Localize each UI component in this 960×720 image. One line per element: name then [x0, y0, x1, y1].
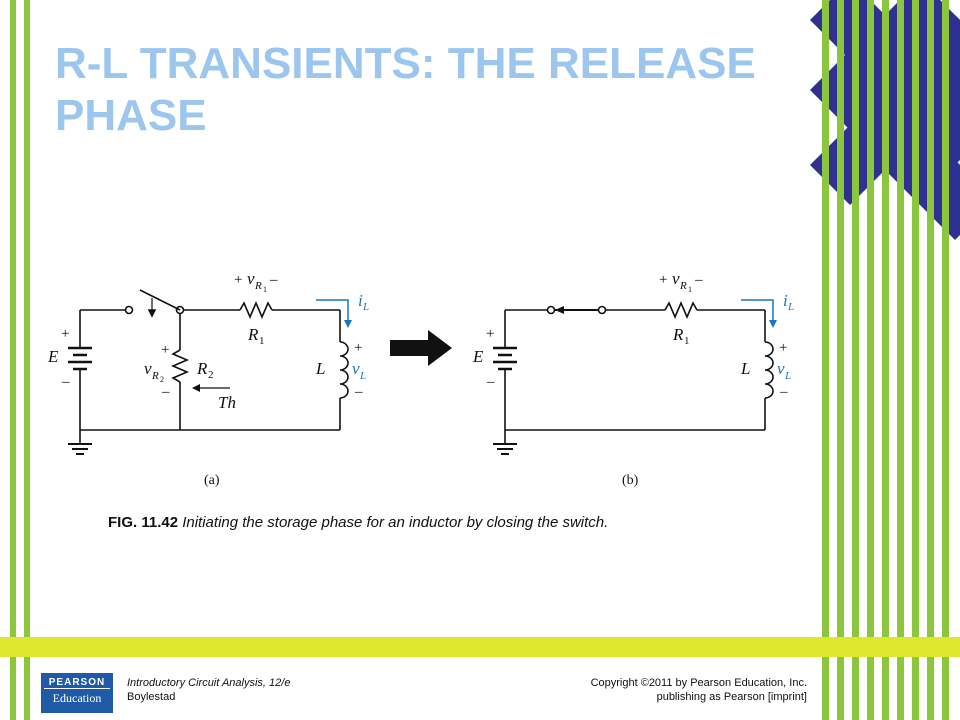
- label-vl-plus-b: +: [779, 340, 787, 356]
- label-r1-sub-a: 1: [259, 335, 265, 347]
- label-vl-plus-a: +: [354, 340, 362, 356]
- label-vr1-a: v: [247, 269, 255, 288]
- label-vr1-plus-a: +: [234, 272, 242, 288]
- label-plus-e-a: +: [61, 326, 69, 342]
- label-th-a: Th: [218, 393, 236, 412]
- copyright: Copyright ©2011 by Pearson Education, In…: [560, 676, 807, 704]
- label-vr1-subsub-a: 1: [263, 285, 267, 294]
- label-e-b: E: [472, 347, 484, 366]
- label-r1-sub-b: 1: [684, 335, 690, 347]
- book-author: Boylestad: [127, 691, 176, 703]
- label-vr2-sub-a: R: [151, 370, 159, 382]
- switch-a: [124, 289, 185, 318]
- label-e-a: E: [47, 347, 59, 366]
- copyright-line2: publishing as Pearson [imprint]: [656, 691, 807, 703]
- label-vr2-subsub-a: 2: [160, 375, 164, 384]
- label-minus-e-a: –: [61, 374, 70, 390]
- ground-b: [493, 430, 517, 455]
- label-vr1-plus-b: +: [659, 272, 667, 288]
- circuit-figure: E + – + v R 1 – R 1 + v R 2 – R 2 Th L +…: [47, 269, 794, 488]
- label-panel-a: (a): [204, 473, 220, 488]
- battery-a: [68, 310, 92, 430]
- decorative-pattern: [810, 0, 960, 720]
- label-vl-sub-a: L: [359, 370, 366, 382]
- label-r1-b: R: [672, 325, 684, 344]
- resistor-r2-a: [170, 349, 190, 383]
- label-vr1-minus-a: –: [269, 272, 278, 288]
- label-l-a: L: [315, 359, 325, 378]
- switch-b: [546, 305, 607, 315]
- caption-label: FIG. 11.42: [108, 514, 179, 531]
- label-il-b: i: [783, 291, 788, 310]
- logo-line2: Education: [52, 691, 102, 705]
- label-vl-a: v: [352, 359, 360, 378]
- label-il-sub-b: L: [787, 301, 794, 313]
- current-arrows: [316, 299, 777, 328]
- book-title: Introductory Circuit Analysis, 12/e: [127, 677, 291, 689]
- figure-caption: FIG. 11.42 Initiating the storage phase …: [108, 514, 608, 531]
- copyright-line1: Copyright ©2011 by Pearson Education, In…: [590, 677, 807, 689]
- label-vr1-subsub-b: 1: [688, 285, 692, 294]
- inductor-b: [764, 341, 774, 399]
- label-vr2-plus-a: +: [161, 342, 169, 358]
- inductor-a: [339, 341, 349, 399]
- transition-arrow: [390, 330, 452, 366]
- resistor-r1-b: [664, 300, 698, 320]
- label-vr2-a: v: [144, 359, 152, 378]
- label-l-b: L: [740, 359, 750, 378]
- green-stripes: [822, 0, 949, 720]
- label-vr1-sub-a: R: [254, 280, 262, 292]
- label-panel-b: (b): [622, 473, 639, 488]
- label-il-a: i: [358, 291, 363, 310]
- label-vr2-minus-a: –: [161, 384, 170, 400]
- resistor-r1-a: [239, 300, 273, 320]
- label-r2-sub-a: 2: [208, 369, 214, 381]
- label-vl-sub-b: L: [784, 370, 791, 382]
- circuit-a: [68, 289, 349, 455]
- footer-bar: [0, 637, 960, 657]
- label-r1-a: R: [247, 325, 259, 344]
- pearson-logo: PEARSON Education: [41, 673, 113, 713]
- label-vr1-minus-b: –: [694, 272, 703, 288]
- label-vr1-b: v: [672, 269, 680, 288]
- label-plus-e-b: +: [486, 326, 494, 342]
- slide-title: R-L TRANSIENTS: THE RELEASE PHASE: [55, 39, 756, 140]
- label-r2-a: R: [196, 359, 208, 378]
- battery-b: [493, 310, 517, 430]
- label-vl-minus-a: –: [354, 384, 363, 400]
- label-il-sub-a: L: [362, 301, 369, 313]
- caption-text: Initiating the storage phase for an indu…: [182, 514, 609, 531]
- label-vl-minus-b: –: [779, 384, 788, 400]
- circuit-b: [493, 300, 774, 455]
- ground-a: [68, 430, 92, 455]
- left-stripe: [10, 0, 16, 720]
- book-info: Introductory Circuit Analysis, 12/e Boyl…: [127, 676, 290, 704]
- logo-line1: PEARSON: [44, 673, 110, 689]
- left-stripe: [24, 0, 30, 720]
- label-vr1-sub-b: R: [679, 280, 687, 292]
- label-minus-e-b: –: [486, 374, 495, 390]
- label-vl-b: v: [777, 359, 785, 378]
